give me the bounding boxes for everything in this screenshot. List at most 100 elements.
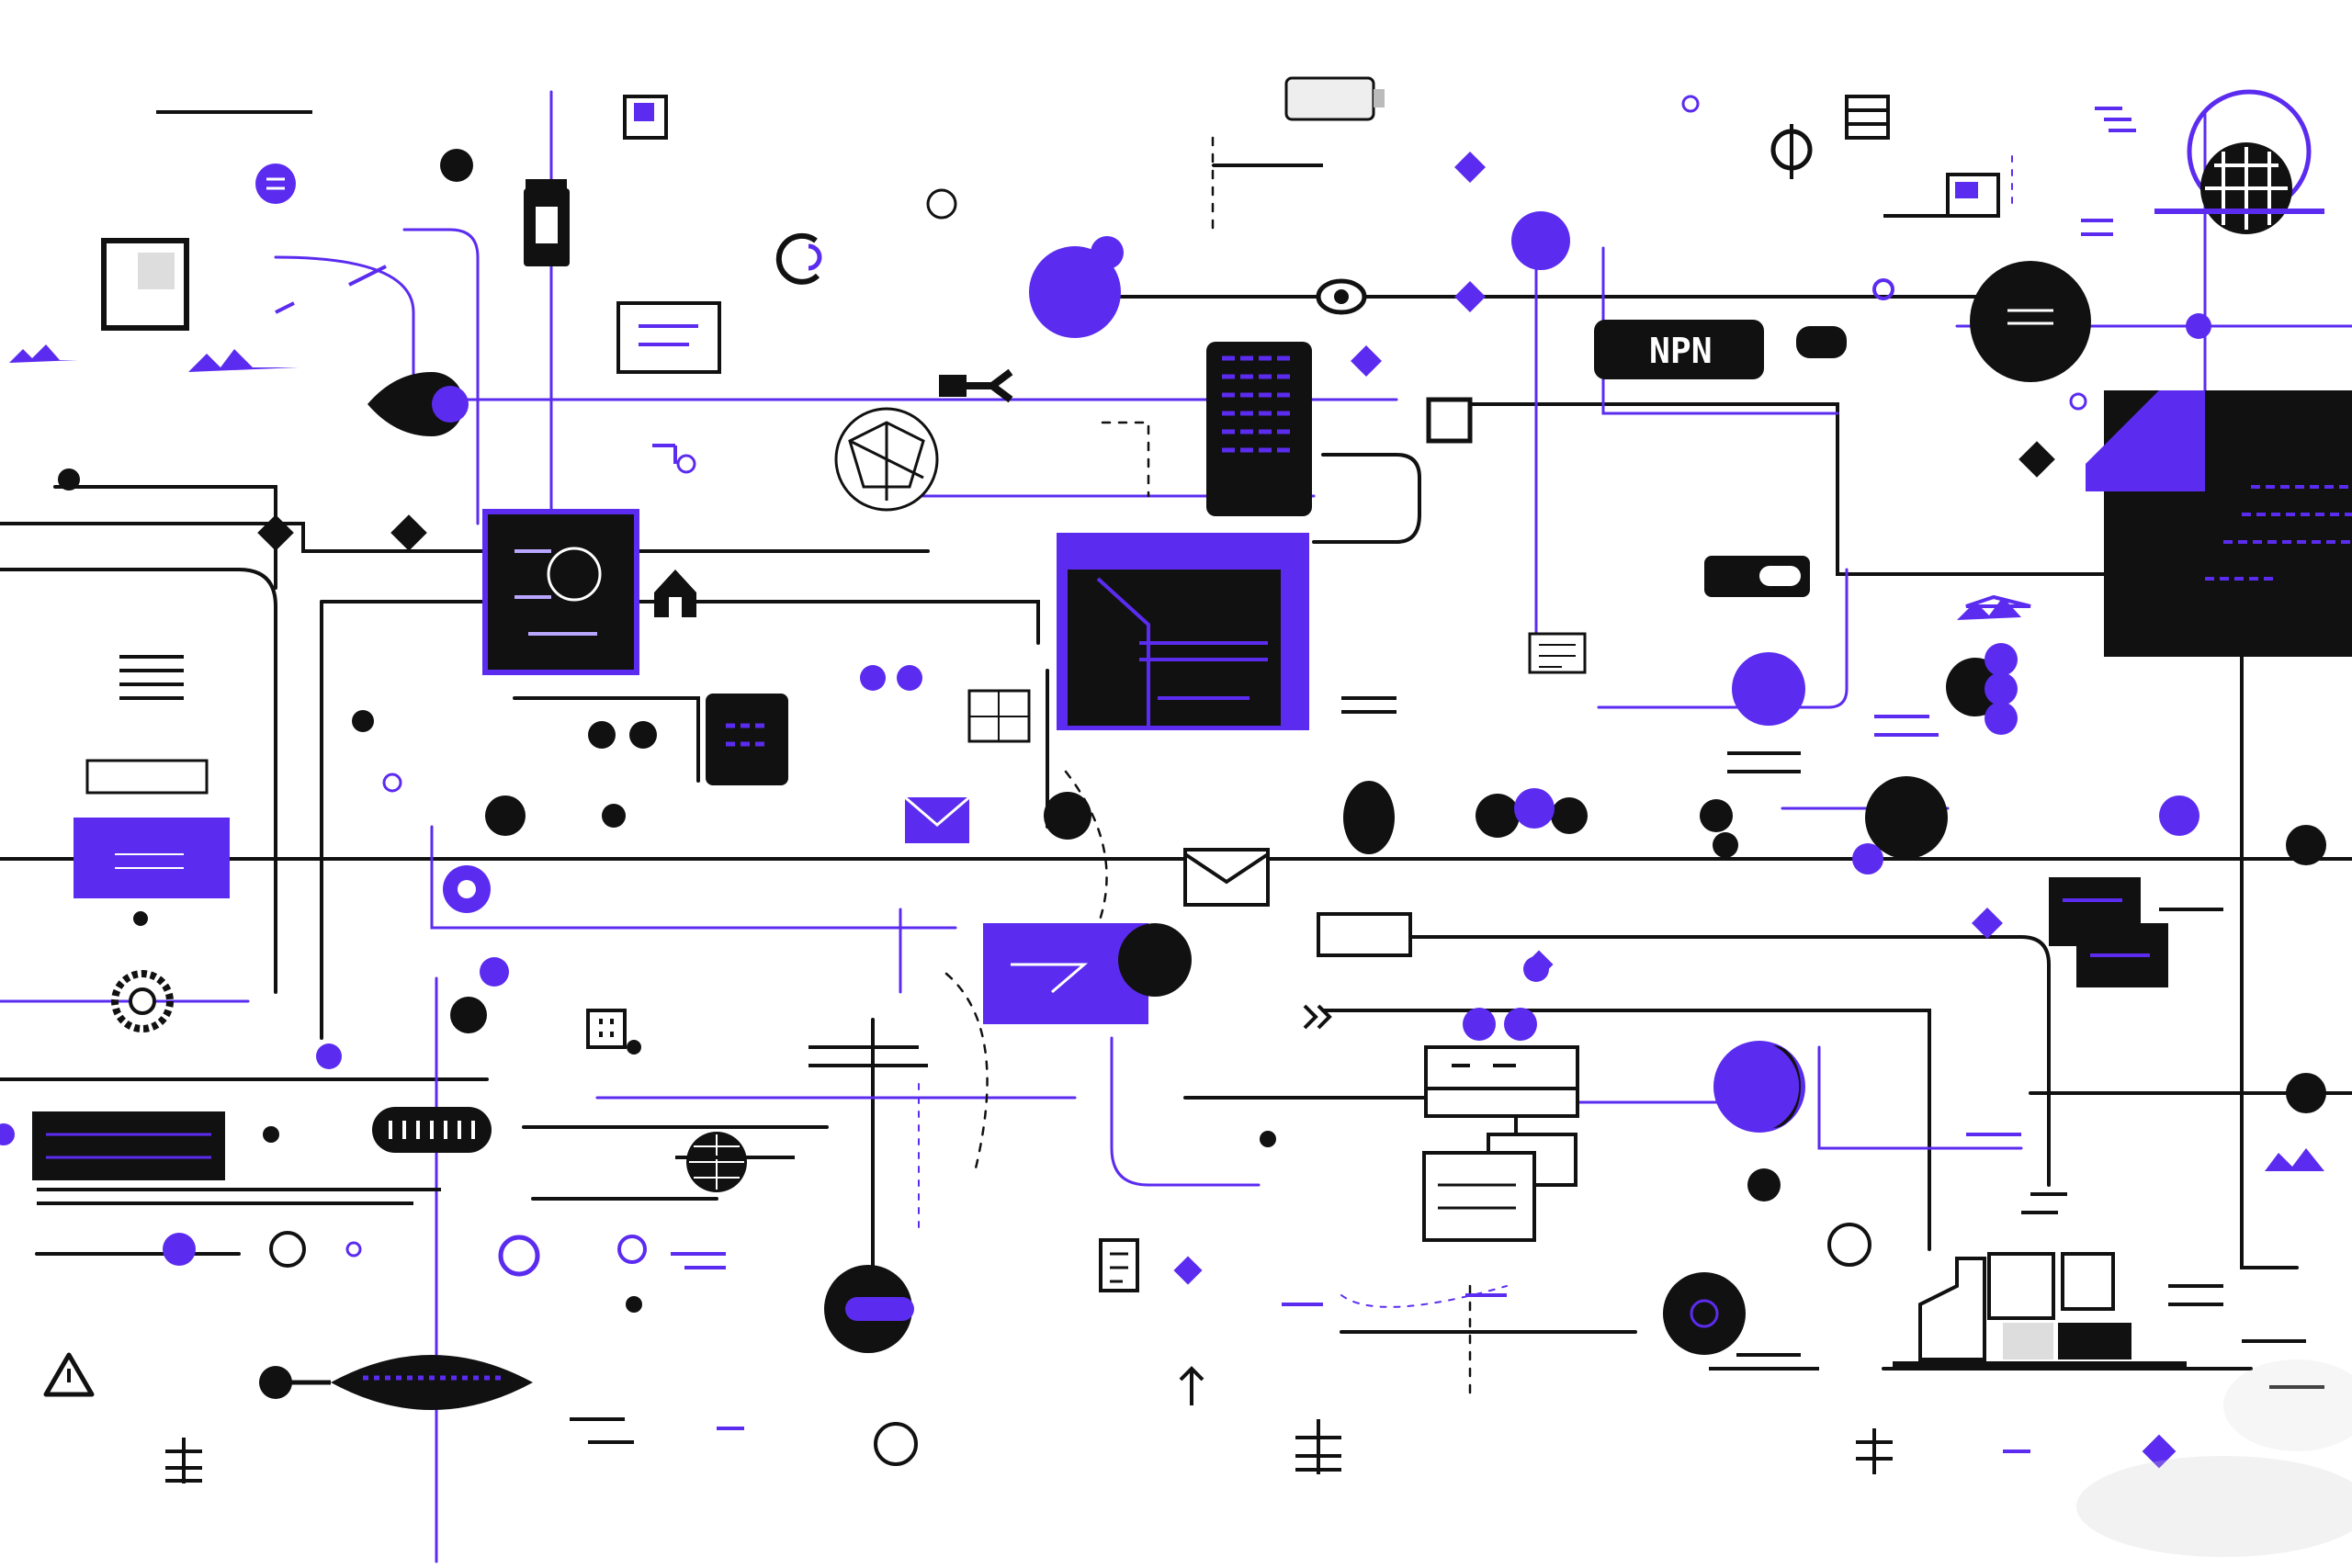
node-s-32: [263, 1126, 279, 1143]
panel-outline-7: [85, 759, 209, 795]
center-screen-trace: [1096, 577, 1150, 726]
factory-block-4: [2003, 1323, 2053, 1359]
ring-8: [269, 1231, 306, 1268]
mark-accent-10: [275, 265, 387, 314]
icons: [43, 76, 2324, 1410]
gear-icon: [111, 970, 174, 1032]
node-s-30: [1713, 832, 1738, 858]
mountain-mark-3: [1957, 597, 2021, 620]
mark-lines-bottom: [570, 1417, 634, 1444]
factory-block-1: [1987, 1252, 2055, 1320]
node-accent-large-2: [1511, 211, 1570, 270]
wire-left-branch: [0, 568, 277, 994]
wire-lower: [0, 1077, 829, 1129]
frame-box-left-inner: [138, 253, 175, 289]
diamond-6: [390, 514, 427, 551]
node-black-large-4-ring: [1690, 1299, 1719, 1328]
ring-9: [498, 1235, 540, 1277]
ring-10: [617, 1235, 647, 1264]
black-pill-ticks: [389, 1121, 475, 1139]
node-s-38: [1872, 278, 1894, 300]
panel-outline-2-lines: [1426, 1064, 1577, 1090]
mark-lines-left-4: [1727, 751, 1801, 773]
processor-lines: [514, 549, 597, 636]
node-blob-center: [1343, 781, 1395, 854]
decorative-marks: [37, 110, 2324, 1483]
panel-outline-4-lines: [1438, 1183, 1516, 1210]
chevron-right-icon: [1303, 1004, 1332, 1030]
node-s-4: [1476, 794, 1520, 838]
wire-right-lower: [1321, 1009, 1931, 1251]
wire-accent-top-left: [402, 228, 480, 525]
mountain-mark-4: [2265, 1148, 2324, 1171]
mark-lines-right-1: [1341, 696, 1396, 714]
node-s-25: [897, 665, 922, 691]
node-blob-right: [1865, 776, 1948, 859]
wire-dashed-2: [1064, 770, 1108, 939]
wire-dashed-3: [944, 972, 989, 1178]
node-s-28: [2286, 825, 2326, 865]
node-accent-large-3: [1732, 652, 1805, 726]
status-plate-tab: [1796, 326, 1847, 358]
node-s-9: [1852, 843, 1883, 874]
node-accent-large-1: [1029, 246, 1121, 338]
ring-3: [2069, 392, 2087, 411]
panel-outline-1-lines: [639, 324, 698, 346]
node-s-24: [860, 665, 886, 691]
ring-5: [382, 773, 402, 793]
wire-accent-lower-left: [430, 825, 957, 930]
server-rack-icon: [1845, 95, 1890, 140]
wire-bottom-center: [531, 1197, 1637, 1334]
mark-lines-mid: [808, 1045, 928, 1067]
eye-icon: [1316, 278, 1367, 315]
node-black-large-3-pill: [845, 1297, 914, 1321]
wire-accent-right: [1601, 246, 1839, 415]
wire-dashed-1: [1211, 136, 1325, 231]
building-right-lines: [2205, 485, 2352, 581]
card-right-lines: [2063, 898, 2150, 957]
node-accent-large-4: [1713, 1041, 1805, 1133]
node-s-26: [1463, 1008, 1496, 1041]
node-s-31: [627, 1040, 641, 1055]
mark-accent-4: [1874, 715, 1939, 737]
controller-lines: [726, 723, 767, 747]
wire-accent-curve: [1110, 1036, 1261, 1187]
mark-ladder-1: [165, 1438, 202, 1483]
diamond-1: [1454, 152, 1486, 183]
wire-accent-arc: [274, 255, 415, 378]
wire-upper-bus: [0, 522, 930, 553]
node-s-37: [1514, 788, 1555, 829]
node-s-14: [440, 149, 473, 182]
panel-outline-10-fill: [634, 103, 654, 121]
mountain-mark-1: [9, 344, 78, 363]
power-plug-icon: [939, 368, 1013, 403]
wire-left-drop: [53, 485, 277, 590]
node-black-large-4: [1663, 1272, 1746, 1355]
ring-2: [1681, 95, 1700, 113]
building-right-roof: [2086, 390, 2205, 491]
factory-block-2: [2061, 1252, 2115, 1311]
black-capsule-right-core: [1759, 566, 1801, 586]
node-s-15: [255, 164, 296, 204]
logo-text-npn: NPN: [1649, 331, 1713, 371]
diamond-3: [1454, 281, 1486, 312]
node-s-5: [1551, 797, 1588, 834]
node-s-23: [450, 997, 487, 1033]
server-rack: [1206, 342, 1312, 516]
wire-hub-link: [513, 696, 700, 783]
devices: NPN: [32, 95, 2352, 1367]
soft-shadows: [2076, 1359, 2352, 1557]
node-s-6: [1700, 799, 1733, 832]
brain-network-icon: [834, 407, 939, 512]
center-screen: [1068, 570, 1281, 726]
node-cluster-d: [1984, 702, 2018, 735]
battery-icon: [1284, 76, 1385, 121]
globe-icon-small: [686, 1132, 747, 1192]
envelope-icon: [904, 795, 970, 843]
document-icon-2: [1528, 632, 1587, 674]
purple-tile-lower-dot: [1118, 923, 1192, 997]
mark-accent-2: [2081, 219, 2113, 236]
processor-panel: [482, 509, 639, 675]
large-nodes: [368, 211, 2091, 1355]
